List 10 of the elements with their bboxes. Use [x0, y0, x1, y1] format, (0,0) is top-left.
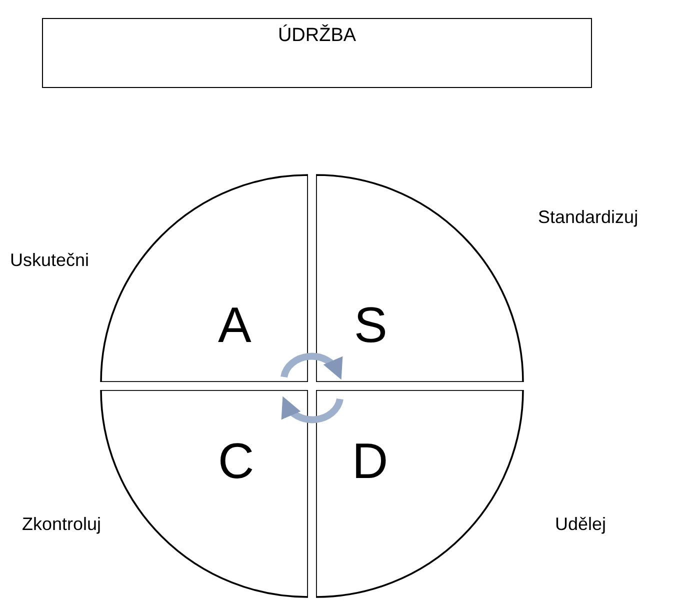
quadrant-letter: A — [218, 300, 252, 350]
quadrant-caption: Udělej — [555, 514, 606, 535]
title-box — [42, 18, 592, 88]
box-title: ÚDRŽBA — [278, 25, 356, 47]
quadrant-letter: C — [218, 436, 254, 486]
quadrant-caption: Zkontroluj — [22, 514, 102, 535]
quadrant-caption: Uskutečni — [10, 250, 90, 271]
quadrant-letter: S — [354, 300, 388, 350]
quadrant-caption: Standardizuj — [538, 207, 638, 228]
quadrant-letter: D — [352, 436, 388, 486]
